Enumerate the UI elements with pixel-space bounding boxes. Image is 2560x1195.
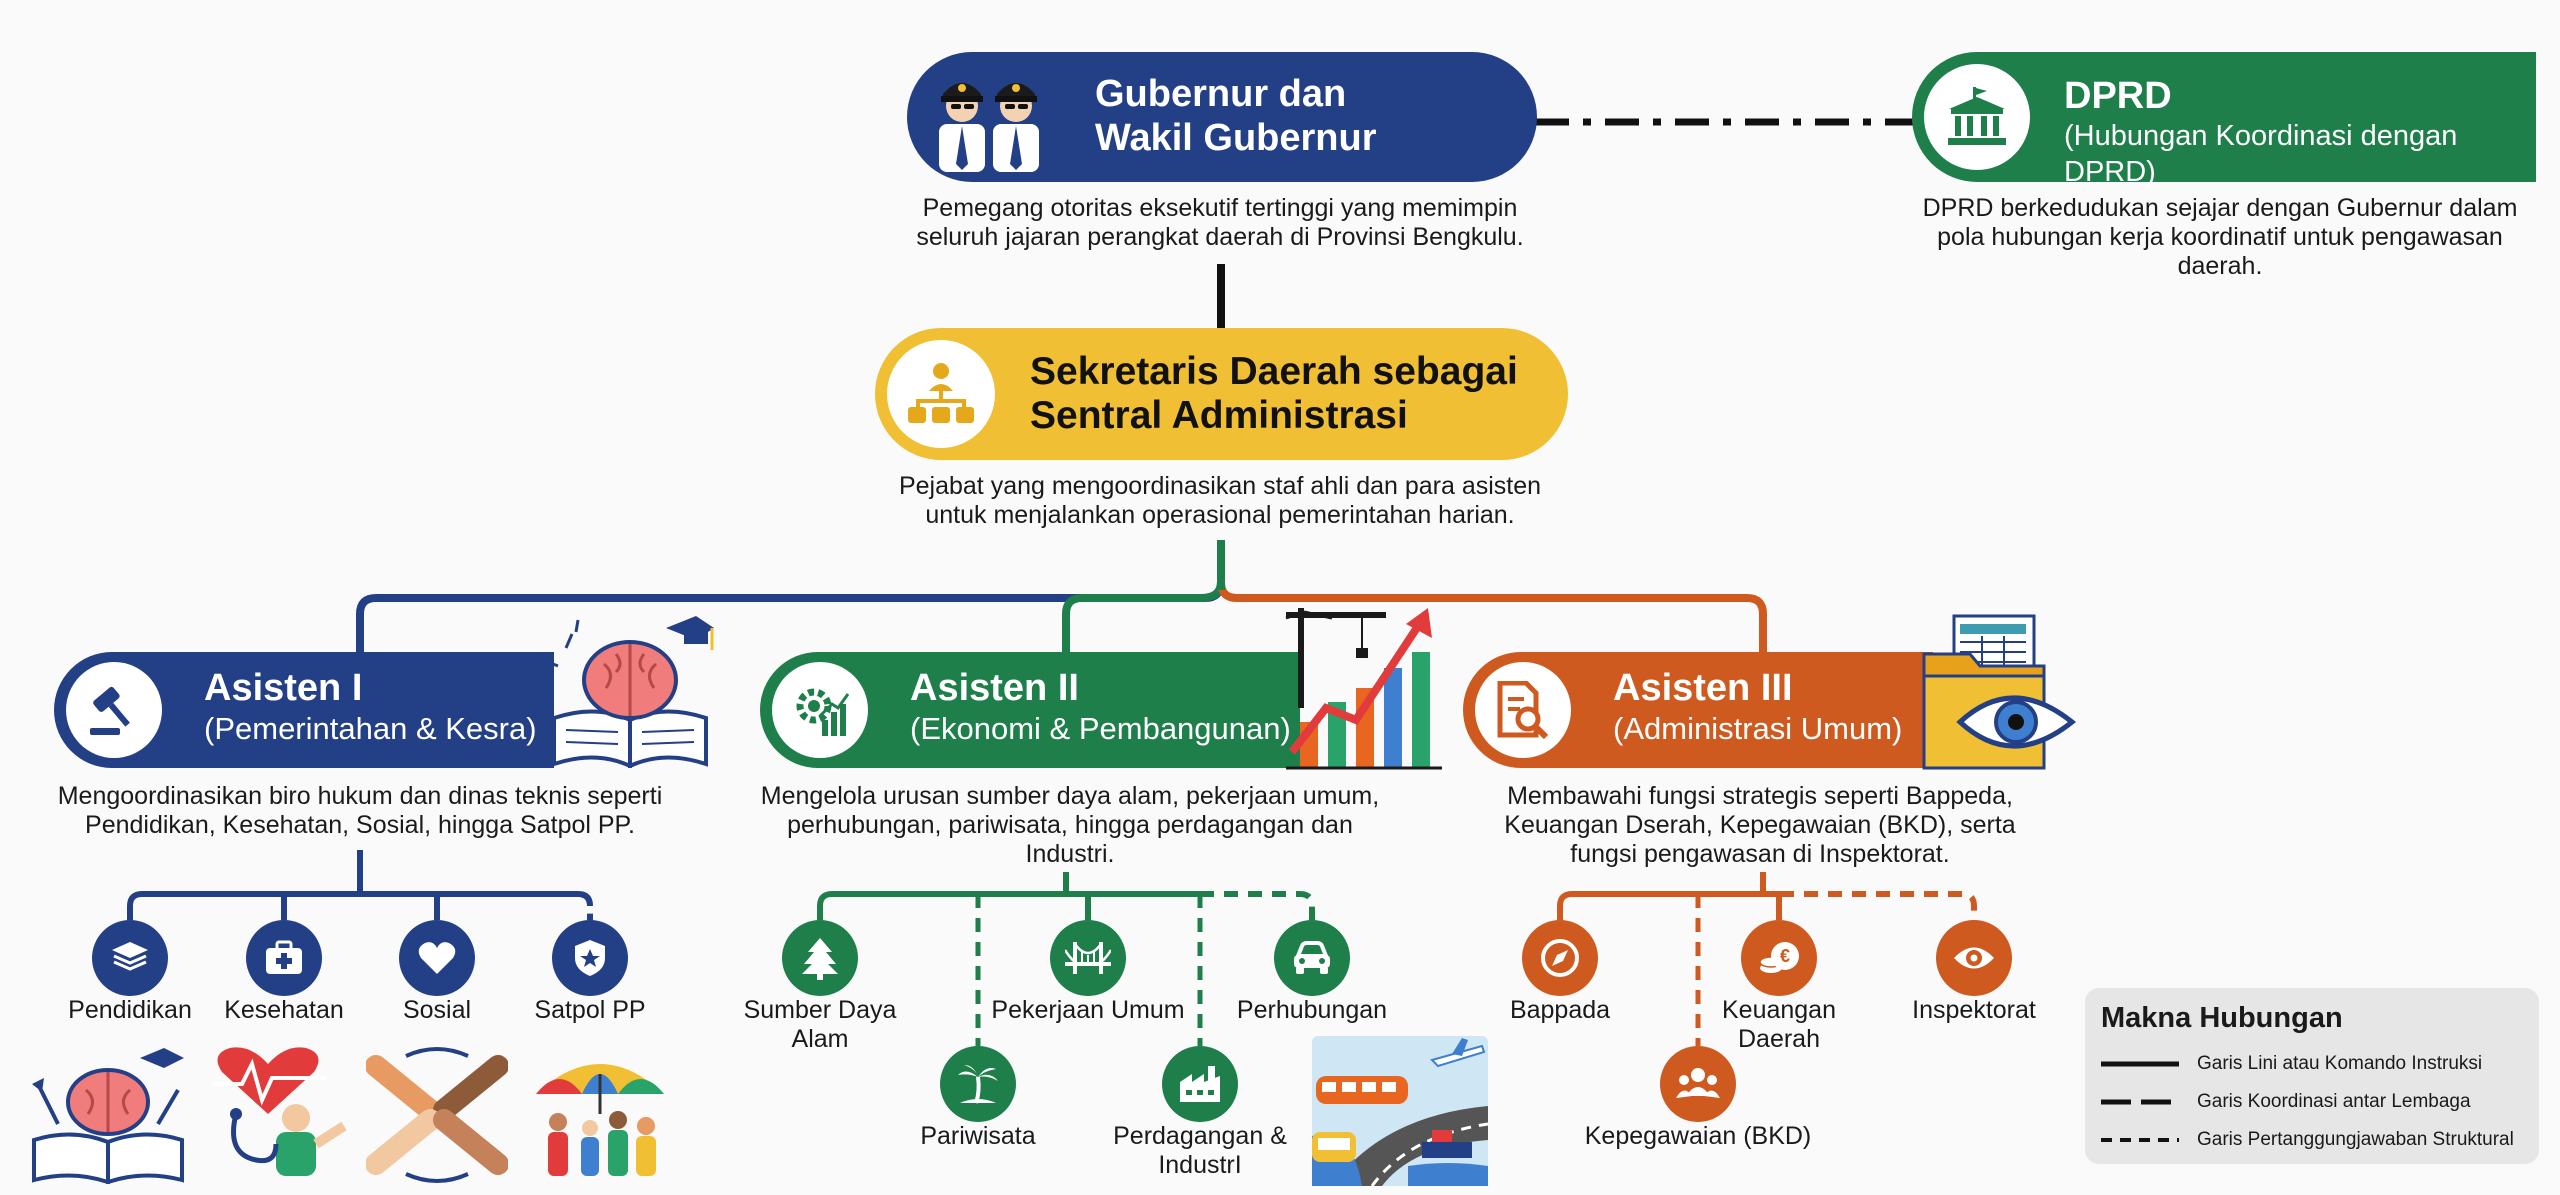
people-group-icon	[1676, 1068, 1720, 1098]
medical-kit-icon	[266, 940, 302, 974]
unit-sumber-daya-alam[interactable]	[782, 920, 858, 996]
sekda-description: Pejabat yang mengoordinasikan staf ahli …	[898, 472, 1542, 529]
gubernur-title-line2: Wakil Gubernur	[1095, 117, 1377, 159]
dprd-box[interactable]: DPRD (Hubungan Koordinasi dengan DPRD)	[1912, 52, 2536, 188]
unit-label-perdagangan-industri: Perdagangan &IndustrI	[1113, 1122, 1287, 1179]
unit-label-sosial: Sosial	[402, 996, 472, 1024]
education-icon	[112, 942, 148, 971]
asisten-2-box[interactable]: Asisten II (Ekonomi & Pembangunan)	[760, 652, 1300, 768]
asisten-1-description: Mengoordinasikan biro hukum dan dinas te…	[57, 782, 663, 839]
asisten-3-subtitle: (Administrasi Umum)	[1613, 711, 1903, 746]
heart-icon	[418, 942, 456, 974]
asisten-2-title: Asisten II	[910, 667, 1079, 709]
unit-pariwisata[interactable]	[940, 1046, 1016, 1122]
asisten-3-box[interactable]: Asisten III (Administrasi Umum)	[1463, 652, 1933, 768]
dprd-title: DPRD	[2064, 75, 2172, 117]
health-illustration	[206, 1044, 356, 1184]
unit-label-kesehatan: Kesehatan	[224, 996, 344, 1024]
bridge-icon	[1065, 942, 1111, 974]
asisten-2-subtitle: (Ekonomi & Pembangunan)	[910, 711, 1291, 746]
asisten-1-box[interactable]: Asisten I (Pemerintahan & Kesra)	[54, 652, 554, 768]
folder-eye-illustration	[1920, 614, 2080, 772]
svg-text:€: €	[1780, 946, 1790, 966]
unit-pendidikan[interactable]	[92, 920, 168, 996]
unit-label-pariwisata: Pariwisata	[920, 1122, 1036, 1150]
education-illustration	[28, 1044, 188, 1185]
unit-bappada[interactable]	[1522, 920, 1598, 996]
eye-icon	[1954, 947, 1994, 969]
parliament-icon	[1924, 64, 2030, 170]
unit-pekerjaan-umum[interactable]	[1050, 920, 1126, 996]
sekda-title-line1: Sekretaris Daerah sebagai	[1030, 350, 1518, 393]
car-icon	[1294, 941, 1330, 974]
document-search-icon	[1475, 662, 1571, 758]
transportation-illustration	[1312, 1036, 1489, 1187]
gavel-icon	[66, 662, 162, 758]
dprd-subtitle: (Hubungan Koordinasi dengan DPRD)	[2064, 120, 2458, 188]
unit-kepegawaian-bkd[interactable]	[1660, 1046, 1736, 1122]
construction-growth-illustration	[1282, 602, 1448, 770]
unit-sosial[interactable]	[399, 920, 475, 996]
officials-icon	[931, 64, 1047, 172]
asisten-1-title: Asisten I	[204, 667, 363, 709]
gubernur-box[interactable]: Gubernur dan Wakil Gubernur	[907, 52, 1537, 182]
gear-chart-icon	[772, 662, 868, 758]
unit-label-kepegawaian-bkd: Kepegawaian (BKD)	[1584, 1122, 1812, 1150]
coins-icon: €	[1759, 942, 1799, 973]
unit-perhubungan[interactable]	[1274, 920, 1350, 996]
unit-satpol-pp[interactable]	[552, 920, 628, 996]
legend-title: Makna Hubungan	[2101, 1002, 2343, 1034]
unit-label-perhubungan: Perhubungan	[1236, 996, 1388, 1024]
protection-umbrella-illustration	[530, 1044, 670, 1184]
gubernur-description: Pemegang otoritas eksekutif tertinggi ya…	[916, 194, 1524, 251]
command-line-asisten-3	[1217, 581, 1767, 655]
unit-label-pendidikan: Pendidikan	[68, 996, 192, 1024]
asisten-2-description: Mengelola urusan sumber daya alam, peker…	[760, 782, 1380, 868]
unit-label-inspektorat: Inspektorat	[1912, 996, 2036, 1024]
unit-keuangan-daerah[interactable]: €	[1741, 920, 1817, 996]
sekda-title-line2: Sentral Administrasi	[1030, 394, 1408, 437]
unit-perdagangan-industri[interactable]	[1162, 1046, 1238, 1122]
legend-item-accountability: Garis Pertanggungjawaban Struktural	[2101, 1129, 2514, 1150]
legend-box: Makna Hubungan Garis Lini atau Komando I…	[2085, 988, 2539, 1164]
factory-icon	[1180, 1066, 1220, 1102]
dprd-description: DPRD berkedudukan sejajar dengan Gubernu…	[1922, 194, 2518, 280]
shield-icon	[575, 940, 605, 976]
tree-icon	[802, 938, 838, 980]
gubernur-title-line1: Gubernur dan	[1095, 73, 1347, 115]
unit-kesehatan[interactable]	[246, 920, 322, 996]
asisten-3-description: Membawahi fungsi strategis seperti Bappe…	[1504, 782, 2016, 868]
brain-book-illustration	[546, 608, 716, 770]
legend-item-command: Garis Lini atau Komando Instruksi	[2101, 1053, 2483, 1074]
hands-together-illustration	[365, 1046, 509, 1184]
sekda-box[interactable]: Sekretaris Daerah sebagai Sentral Admini…	[875, 328, 1568, 460]
legend-item-coordination: Garis Koordinasi antar Lembaga	[2101, 1091, 2471, 1112]
unit-label-satpol-pp: Satpol PP	[534, 996, 646, 1024]
command-line-asisten-2	[1062, 581, 1225, 655]
asisten-3-title: Asisten III	[1613, 667, 1793, 709]
asisten-1-subtitle: (Pemerintahan & Kesra)	[204, 711, 537, 746]
unit-label-bappada: Bappada	[1509, 996, 1611, 1024]
org-structure-icon	[887, 340, 995, 448]
compass-icon	[1541, 939, 1579, 977]
unit-label-pekerjaan-umum: Pekerjaan Umum	[991, 996, 1185, 1024]
palm-tree-icon	[958, 1065, 998, 1104]
unit-inspektorat[interactable]	[1936, 920, 2012, 996]
